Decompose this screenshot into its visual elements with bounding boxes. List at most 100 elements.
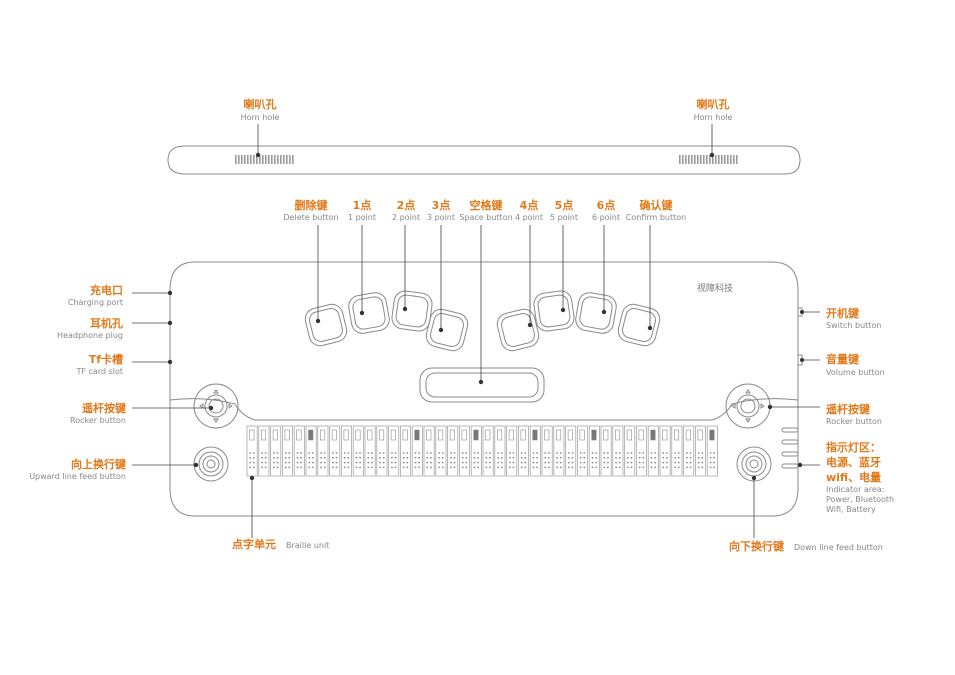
braille-cell-cursor-key[interactable] xyxy=(390,429,396,441)
braille-cell[interactable] xyxy=(695,425,706,477)
braille-cell[interactable] xyxy=(659,425,671,477)
braille-cell[interactable] xyxy=(671,425,683,477)
braille-key-confirm[interactable] xyxy=(616,302,662,348)
rocker-button-right[interactable] xyxy=(725,383,771,429)
braille-cell-cursor-key[interactable] xyxy=(567,429,573,441)
braille-cell[interactable] xyxy=(435,425,447,477)
braille-cell[interactable] xyxy=(423,425,435,477)
braille-cell-cursor-key[interactable] xyxy=(260,429,267,441)
braille-key-4[interactable] xyxy=(495,307,541,353)
braille-pin xyxy=(662,452,665,454)
braille-cell[interactable] xyxy=(612,425,624,477)
braille-cell-cursor-key[interactable] xyxy=(673,429,680,441)
braille-cell[interactable] xyxy=(706,425,718,477)
braille-cell[interactable] xyxy=(411,425,423,477)
braille-cell-cursor-key[interactable] xyxy=(437,429,444,441)
braille-cell-cursor-key[interactable] xyxy=(426,429,432,441)
braille-cell-cursor-key[interactable] xyxy=(249,429,255,441)
braille-cell-cursor-key[interactable] xyxy=(319,429,326,441)
braille-cell-cursor-key[interactable] xyxy=(520,429,526,441)
braille-cell[interactable] xyxy=(577,425,588,477)
braille-cell[interactable] xyxy=(647,425,659,477)
braille-cell[interactable] xyxy=(518,425,529,477)
braille-cell-cursor-key[interactable] xyxy=(402,429,408,441)
braille-cell-cursor-key[interactable] xyxy=(331,429,337,441)
braille-cell[interactable] xyxy=(494,425,506,477)
braille-pin xyxy=(536,456,538,459)
braille-cell-cursor-key[interactable] xyxy=(532,429,538,441)
rocker-button-left[interactable] xyxy=(193,383,239,429)
braille-cell-cursor-key[interactable] xyxy=(697,429,703,441)
braille-cell-cursor-key[interactable] xyxy=(284,429,290,441)
braille-cell[interactable] xyxy=(683,425,695,477)
braille-cell-cursor-key[interactable] xyxy=(544,429,550,441)
braille-cell[interactable] xyxy=(482,425,494,477)
braille-cell[interactable] xyxy=(352,425,364,477)
braille-cell[interactable] xyxy=(553,425,565,477)
braille-cell[interactable] xyxy=(364,425,376,477)
braille-cell-cursor-key[interactable] xyxy=(449,429,455,441)
braille-cell-cursor-key[interactable] xyxy=(579,429,585,441)
braille-cell[interactable] xyxy=(588,425,600,477)
braille-cell[interactable] xyxy=(341,425,352,477)
space-bar-key[interactable] xyxy=(419,367,545,403)
braille-key-delete[interactable] xyxy=(303,302,349,348)
braille-cell-cursor-key[interactable] xyxy=(461,429,467,441)
braille-cell-cursor-key[interactable] xyxy=(414,429,420,441)
braille-cell[interactable] xyxy=(506,425,518,477)
braille-cell[interactable] xyxy=(400,425,411,477)
braille-cell[interactable] xyxy=(470,425,482,477)
braille-pin xyxy=(477,466,479,469)
braille-cell-cursor-key[interactable] xyxy=(496,429,503,441)
braille-cell-cursor-key[interactable] xyxy=(626,429,632,441)
braille-cell-cursor-key[interactable] xyxy=(650,429,656,441)
braille-cell-cursor-key[interactable] xyxy=(308,429,314,441)
braille-cell[interactable] xyxy=(246,425,258,477)
braille-cell[interactable] xyxy=(447,425,459,477)
braille-cell-cursor-key[interactable] xyxy=(614,429,621,441)
braille-cell-cursor-key[interactable] xyxy=(378,429,385,441)
braille-key-2[interactable] xyxy=(391,290,434,333)
braille-cell[interactable] xyxy=(459,425,470,477)
braille-pin xyxy=(355,461,358,464)
braille-cell[interactable] xyxy=(624,425,636,477)
braille-cell[interactable] xyxy=(529,425,541,477)
braille-cell[interactable] xyxy=(329,425,341,477)
upward-line-feed-button[interactable] xyxy=(193,446,229,482)
braille-cell[interactable] xyxy=(636,425,647,477)
braille-cell[interactable] xyxy=(565,425,577,477)
braille-cell-cursor-key[interactable] xyxy=(638,429,644,441)
braille-cell-cursor-key[interactable] xyxy=(296,429,302,441)
braille-cell-cursor-key[interactable] xyxy=(603,429,609,441)
braille-cell[interactable] xyxy=(305,425,317,477)
braille-cell[interactable] xyxy=(600,425,612,477)
braille-cell-cursor-key[interactable] xyxy=(367,429,373,441)
braille-cell[interactable] xyxy=(388,425,400,477)
braille-cell[interactable] xyxy=(293,425,305,477)
braille-cell-cursor-key[interactable] xyxy=(355,429,361,441)
braille-cell[interactable] xyxy=(541,425,553,477)
braille-cell[interactable] xyxy=(258,425,270,477)
braille-key-1[interactable] xyxy=(347,291,391,335)
braille-cell-cursor-key[interactable] xyxy=(662,429,668,441)
braille-cell[interactable] xyxy=(317,425,329,477)
braille-pin xyxy=(509,466,511,469)
braille-key-3[interactable] xyxy=(424,307,470,353)
braille-cell-cursor-key[interactable] xyxy=(685,429,691,441)
braille-cell-cursor-key[interactable] xyxy=(555,429,562,441)
braille-cell-cursor-key[interactable] xyxy=(591,429,597,441)
braille-cell-cursor-key[interactable] xyxy=(485,429,491,441)
braille-pin xyxy=(347,452,350,454)
braille-cell-cursor-key[interactable] xyxy=(272,429,278,441)
braille-key-6[interactable] xyxy=(574,291,618,335)
braille-cell-cursor-key[interactable] xyxy=(508,429,514,441)
braille-cell-cursor-key[interactable] xyxy=(709,429,715,441)
braille-cell[interactable] xyxy=(282,425,293,477)
braille-cell-cursor-key[interactable] xyxy=(343,429,349,441)
braille-cell[interactable] xyxy=(270,425,282,477)
braille-cell[interactable] xyxy=(376,425,388,477)
braille-pin xyxy=(536,466,538,469)
braille-key-5[interactable] xyxy=(533,290,576,333)
braille-cell-cursor-key[interactable] xyxy=(473,429,479,441)
braille-pin xyxy=(367,456,370,459)
